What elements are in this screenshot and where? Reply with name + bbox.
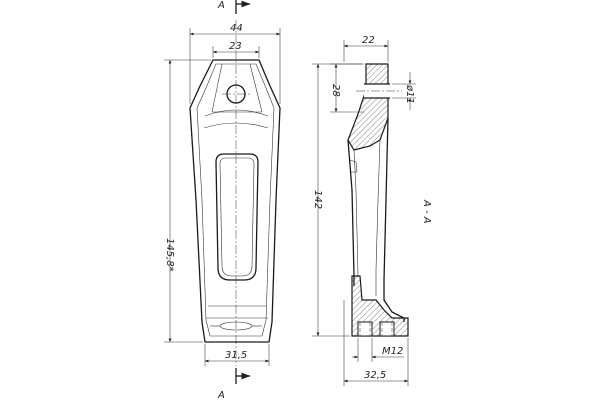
section-head-hatched — [347, 63, 389, 151]
dimension-body-height — [312, 63, 362, 337]
dimension-head-width — [212, 46, 260, 58]
window-slot — [215, 153, 259, 281]
section-label-top: A — [217, 0, 225, 11]
dim-text-28: 28 — [330, 84, 341, 97]
dim-text-d11: ø11 — [404, 84, 415, 104]
section-mark-bottom — [235, 368, 251, 384]
dimension-base-width — [204, 344, 270, 366]
front-view: A A 4 — [164, 0, 281, 400]
dim-text-31-5: 31,5 — [225, 350, 247, 361]
section-mark-top — [235, 0, 251, 14]
dim-text-44: 44 — [230, 23, 243, 34]
thread-callout — [352, 338, 404, 362]
dim-text-23: 23 — [229, 41, 242, 52]
dim-text-m12: M12 — [382, 346, 403, 357]
dimension-overall-width — [189, 28, 281, 104]
dimension-total-height — [164, 59, 211, 343]
dim-text-32-5: 32,5 — [364, 370, 386, 381]
dim-text-142: 142 — [312, 190, 323, 209]
section-label-bottom: A — [217, 390, 225, 400]
dim-text-145-8: 145,8* — [164, 238, 175, 272]
dimension-head-depth — [343, 40, 389, 62]
part-outline — [189, 59, 281, 343]
section-designation: A - A — [421, 199, 432, 224]
dimension-base-depth — [343, 300, 409, 386]
section-view: 22 28 ø11 142 M — [312, 35, 416, 386]
dimension-hole-diameter — [392, 72, 416, 110]
dim-text-22: 22 — [362, 35, 375, 46]
